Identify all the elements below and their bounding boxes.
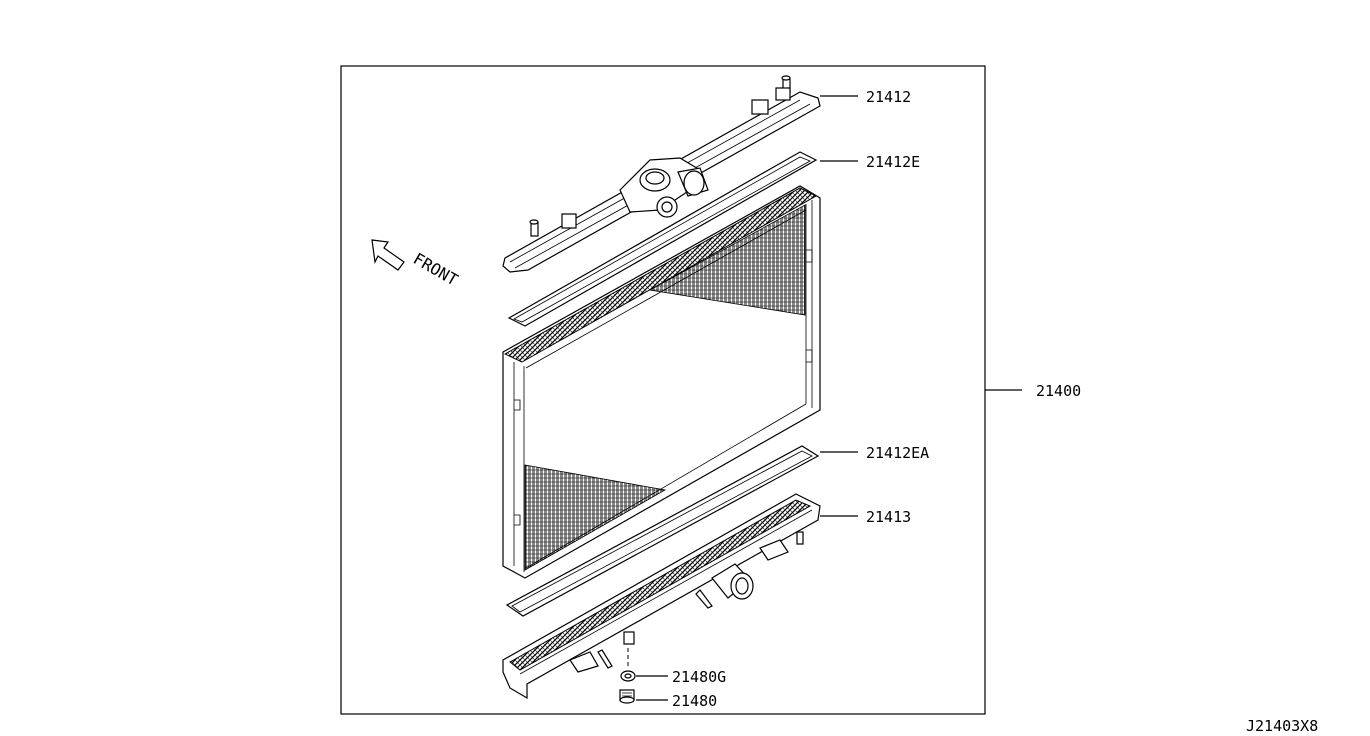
front-label: FRONT bbox=[410, 249, 462, 290]
label-21480G: 21480G bbox=[672, 668, 726, 686]
label-21412: 21412 bbox=[866, 88, 911, 106]
drain-plug-part bbox=[619, 689, 635, 704]
diagram-code: J21403X8 bbox=[1246, 717, 1318, 735]
upper-seal-part bbox=[507, 151, 818, 327]
label-21480: 21480 bbox=[672, 692, 717, 710]
radiator-core-part bbox=[502, 185, 821, 579]
label-21412EA: 21412EA bbox=[866, 444, 929, 462]
lower-seal-part bbox=[505, 445, 820, 617]
lower-tank-part bbox=[502, 493, 821, 700]
label-21400: 21400 bbox=[1036, 382, 1081, 400]
upper-tank-part bbox=[502, 75, 821, 273]
label-21413: 21413 bbox=[866, 508, 911, 526]
drain-packing-part bbox=[620, 670, 636, 682]
label-21412E: 21412E bbox=[866, 153, 920, 171]
front-arrow-icon bbox=[371, 239, 405, 271]
